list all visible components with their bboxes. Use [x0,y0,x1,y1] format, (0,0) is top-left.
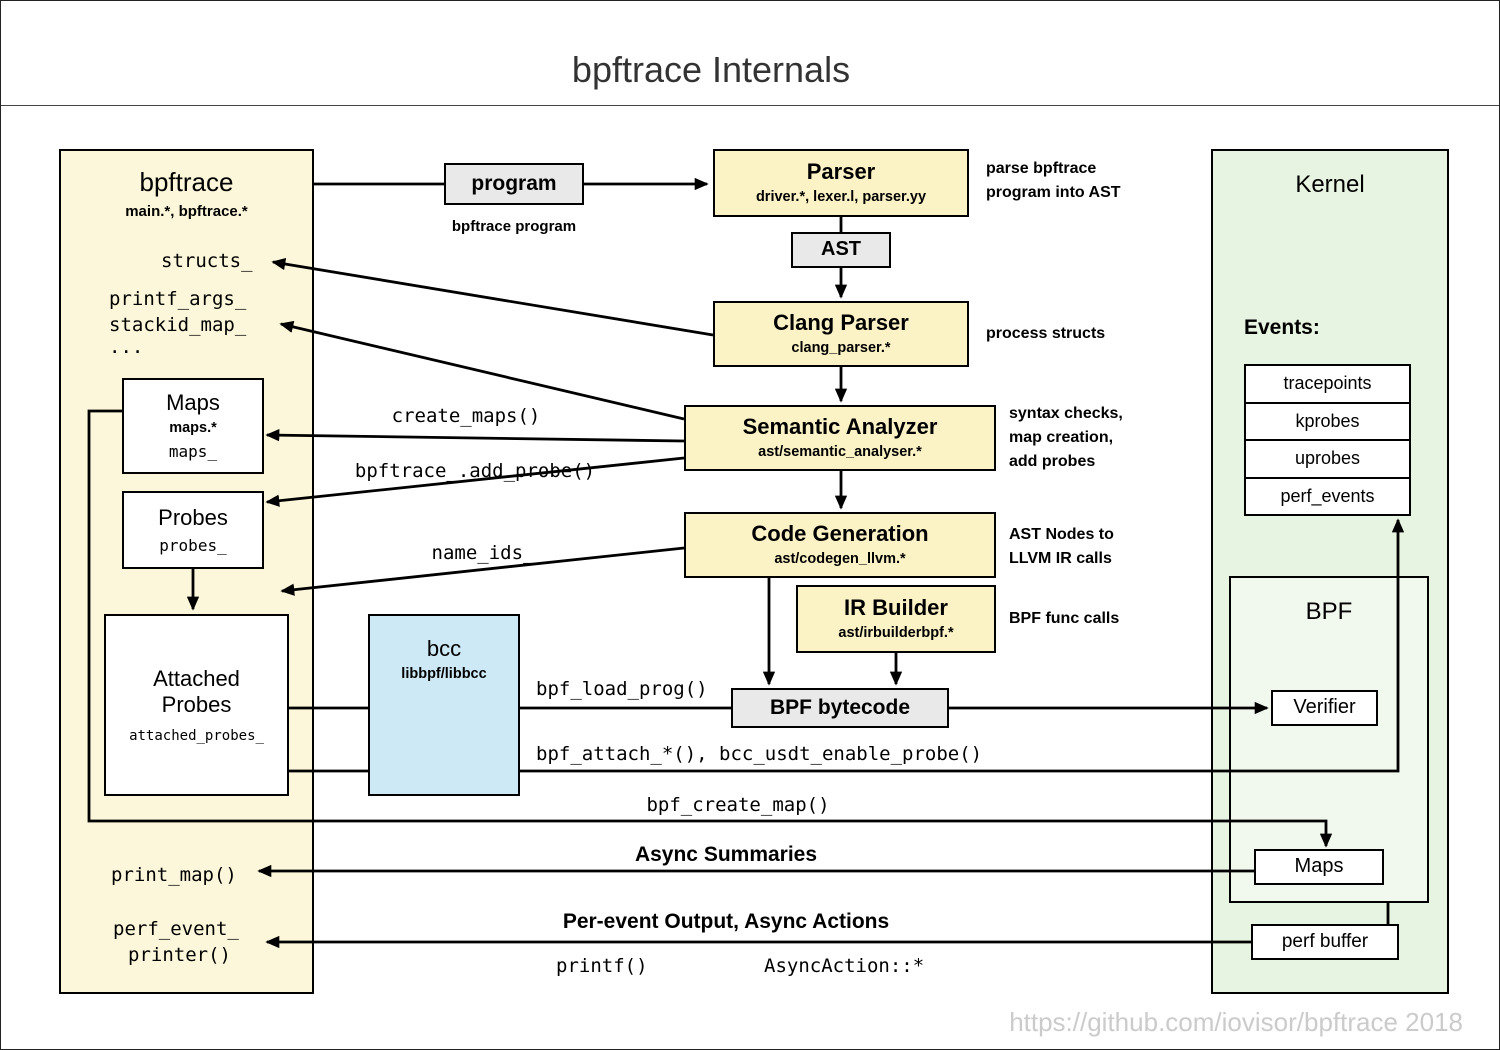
ast-box: AST [791,232,891,268]
bpf-bytecode-box: BPF bytecode [731,688,949,728]
add-probe-label: bpftrace_.add_probe() [354,460,596,482]
kernel-maps-box: Maps [1254,849,1384,885]
ellipsis-field: ... [109,336,144,358]
perf-event-printer-line2: printer() [128,944,231,966]
bpf-create-map-label: bpf_create_map() [646,794,830,816]
title-divider [1,105,1499,106]
printf-args-field: printf_args_ [109,288,247,310]
semantic-note-line2: map creation, [1009,429,1114,446]
async-summaries-label: Async Summaries [634,843,818,866]
attached-probes-title-line1: Attached [153,665,240,691]
kernel-title: Kernel [1295,171,1365,198]
event-tracepoints: tracepoints [1283,373,1372,394]
codegen-note-line2: LLVM IR calls [1009,550,1112,567]
bpftrace-panel-subtitle: main.*, bpftrace.* [125,203,248,220]
probes-box-title: Probes [158,504,228,530]
footer-credit: https://github.com/iovisor/bpftrace 2018 [1009,1007,1463,1037]
semantic-analyzer-subtitle: ast/semantic_analyser.* [758,444,922,461]
ir-builder-note: BPF func calls [1009,610,1120,627]
probes-box-field: probes_ [159,535,227,555]
code-generation-title: Code Generation [751,521,929,547]
maps-box-field: maps_ [168,442,218,462]
perf-buffer-box: perf buffer [1251,924,1399,960]
create-maps-label: create_maps() [391,405,541,427]
parser-subtitle: driver.*, lexer.l, parser.yy [755,189,927,206]
clang-parser-subtitle: clang_parser.* [791,340,891,357]
semantic-analyzer-title: Semantic Analyzer [742,414,938,440]
probes-box: Probes probes_ [122,491,264,569]
arrow-create-maps [265,429,685,443]
maps-box: Maps maps.* maps_ [122,378,264,474]
parser-note-line1: parse bpftrace [986,160,1097,177]
bpf-attach-label: bpf_attach_*(), bcc_usdt_enable_probe() [536,743,983,765]
parser-note: parse bpftrace program into AST [986,157,1121,205]
ir-builder-subtitle: ast/irbuilderbpf.* [838,625,954,642]
verifier-label: Verifier [1293,696,1356,719]
parser-note-line2: program into AST [986,184,1121,201]
event-uprobes: uprobes [1246,439,1409,477]
bpf-label: BPF [1305,598,1353,625]
attached-probes-field: attached_probes_ [129,727,264,744]
program-box: program [444,163,584,205]
semantic-note-line1: syntax checks, [1009,405,1123,422]
arrow-clang-to-structs [271,257,714,337]
code-generation-box: Code Generation ast/codegen_llvm.* [684,512,996,578]
printf-label: printf() [556,955,648,977]
bcc-subtitle: libbpf/libbcc [401,665,487,682]
page-title: bpftrace Internals [571,49,851,90]
event-perf-events: perf_events [1246,476,1409,515]
name-ids-label: name_ids_ [431,542,535,564]
events-label: Events: [1244,316,1320,339]
code-generation-subtitle: ast/codegen_llvm.* [774,551,906,568]
perf-buffer-label: perf buffer [1281,930,1369,952]
bpf-bytecode-label: BPF bytecode [769,695,911,719]
bcc-title: bcc [426,636,462,661]
parser-title: Parser [806,159,876,185]
ir-builder-box: IR Builder ast/irbuilderbpf.* [796,585,996,653]
maps-box-subtitle: maps.* [169,419,217,436]
bcc-box: bcc libbpf/libbcc [368,614,520,796]
verifier-box: Verifier [1271,690,1378,726]
clang-parser-title: Clang Parser [773,310,909,336]
ir-builder-title: IR Builder [844,595,948,621]
per-event-output-label: Per-event Output, Async Actions [562,910,890,933]
program-caption: bpftrace program [451,218,577,235]
attached-probes-box: Attached Probes attached_probes_ [104,614,289,796]
print-map-field: print_map() [111,864,237,886]
clang-parser-box: Clang Parser clang_parser.* [713,301,969,367]
event-kprobes: kprobes [1246,401,1409,440]
stackid-map-field: stackid_map_ [109,314,247,336]
semantic-note-line3: add probes [1009,453,1096,470]
events-list: tracepoints kprobes uprobes perf_events [1244,364,1411,516]
attached-probes-title-line2: Probes [161,691,232,717]
bpf-load-prog-label: bpf_load_prog() [536,678,708,700]
codegen-note-line1: AST Nodes to [1009,526,1114,543]
kernel-maps-label: Maps [1294,855,1344,878]
program-label: program [471,171,557,195]
semantic-analyzer-box: Semantic Analyzer ast/semantic_analyser.… [684,405,996,471]
async-action-label: AsyncAction::* [764,955,925,977]
maps-box-title: Maps [166,390,220,416]
ast-label: AST [821,238,861,261]
structs-field: structs_ [161,250,253,272]
clang-note: process structs [986,325,1106,342]
semantic-note: syntax checks, map creation, add probes [1009,402,1123,474]
codegen-note: AST Nodes to LLVM IR calls [1009,523,1114,571]
bpftrace-panel-title: bpftrace [139,167,234,197]
parser-box: Parser driver.*, lexer.l, parser.yy [713,149,969,217]
perf-event-printer-line1: perf_event_ [113,918,239,940]
